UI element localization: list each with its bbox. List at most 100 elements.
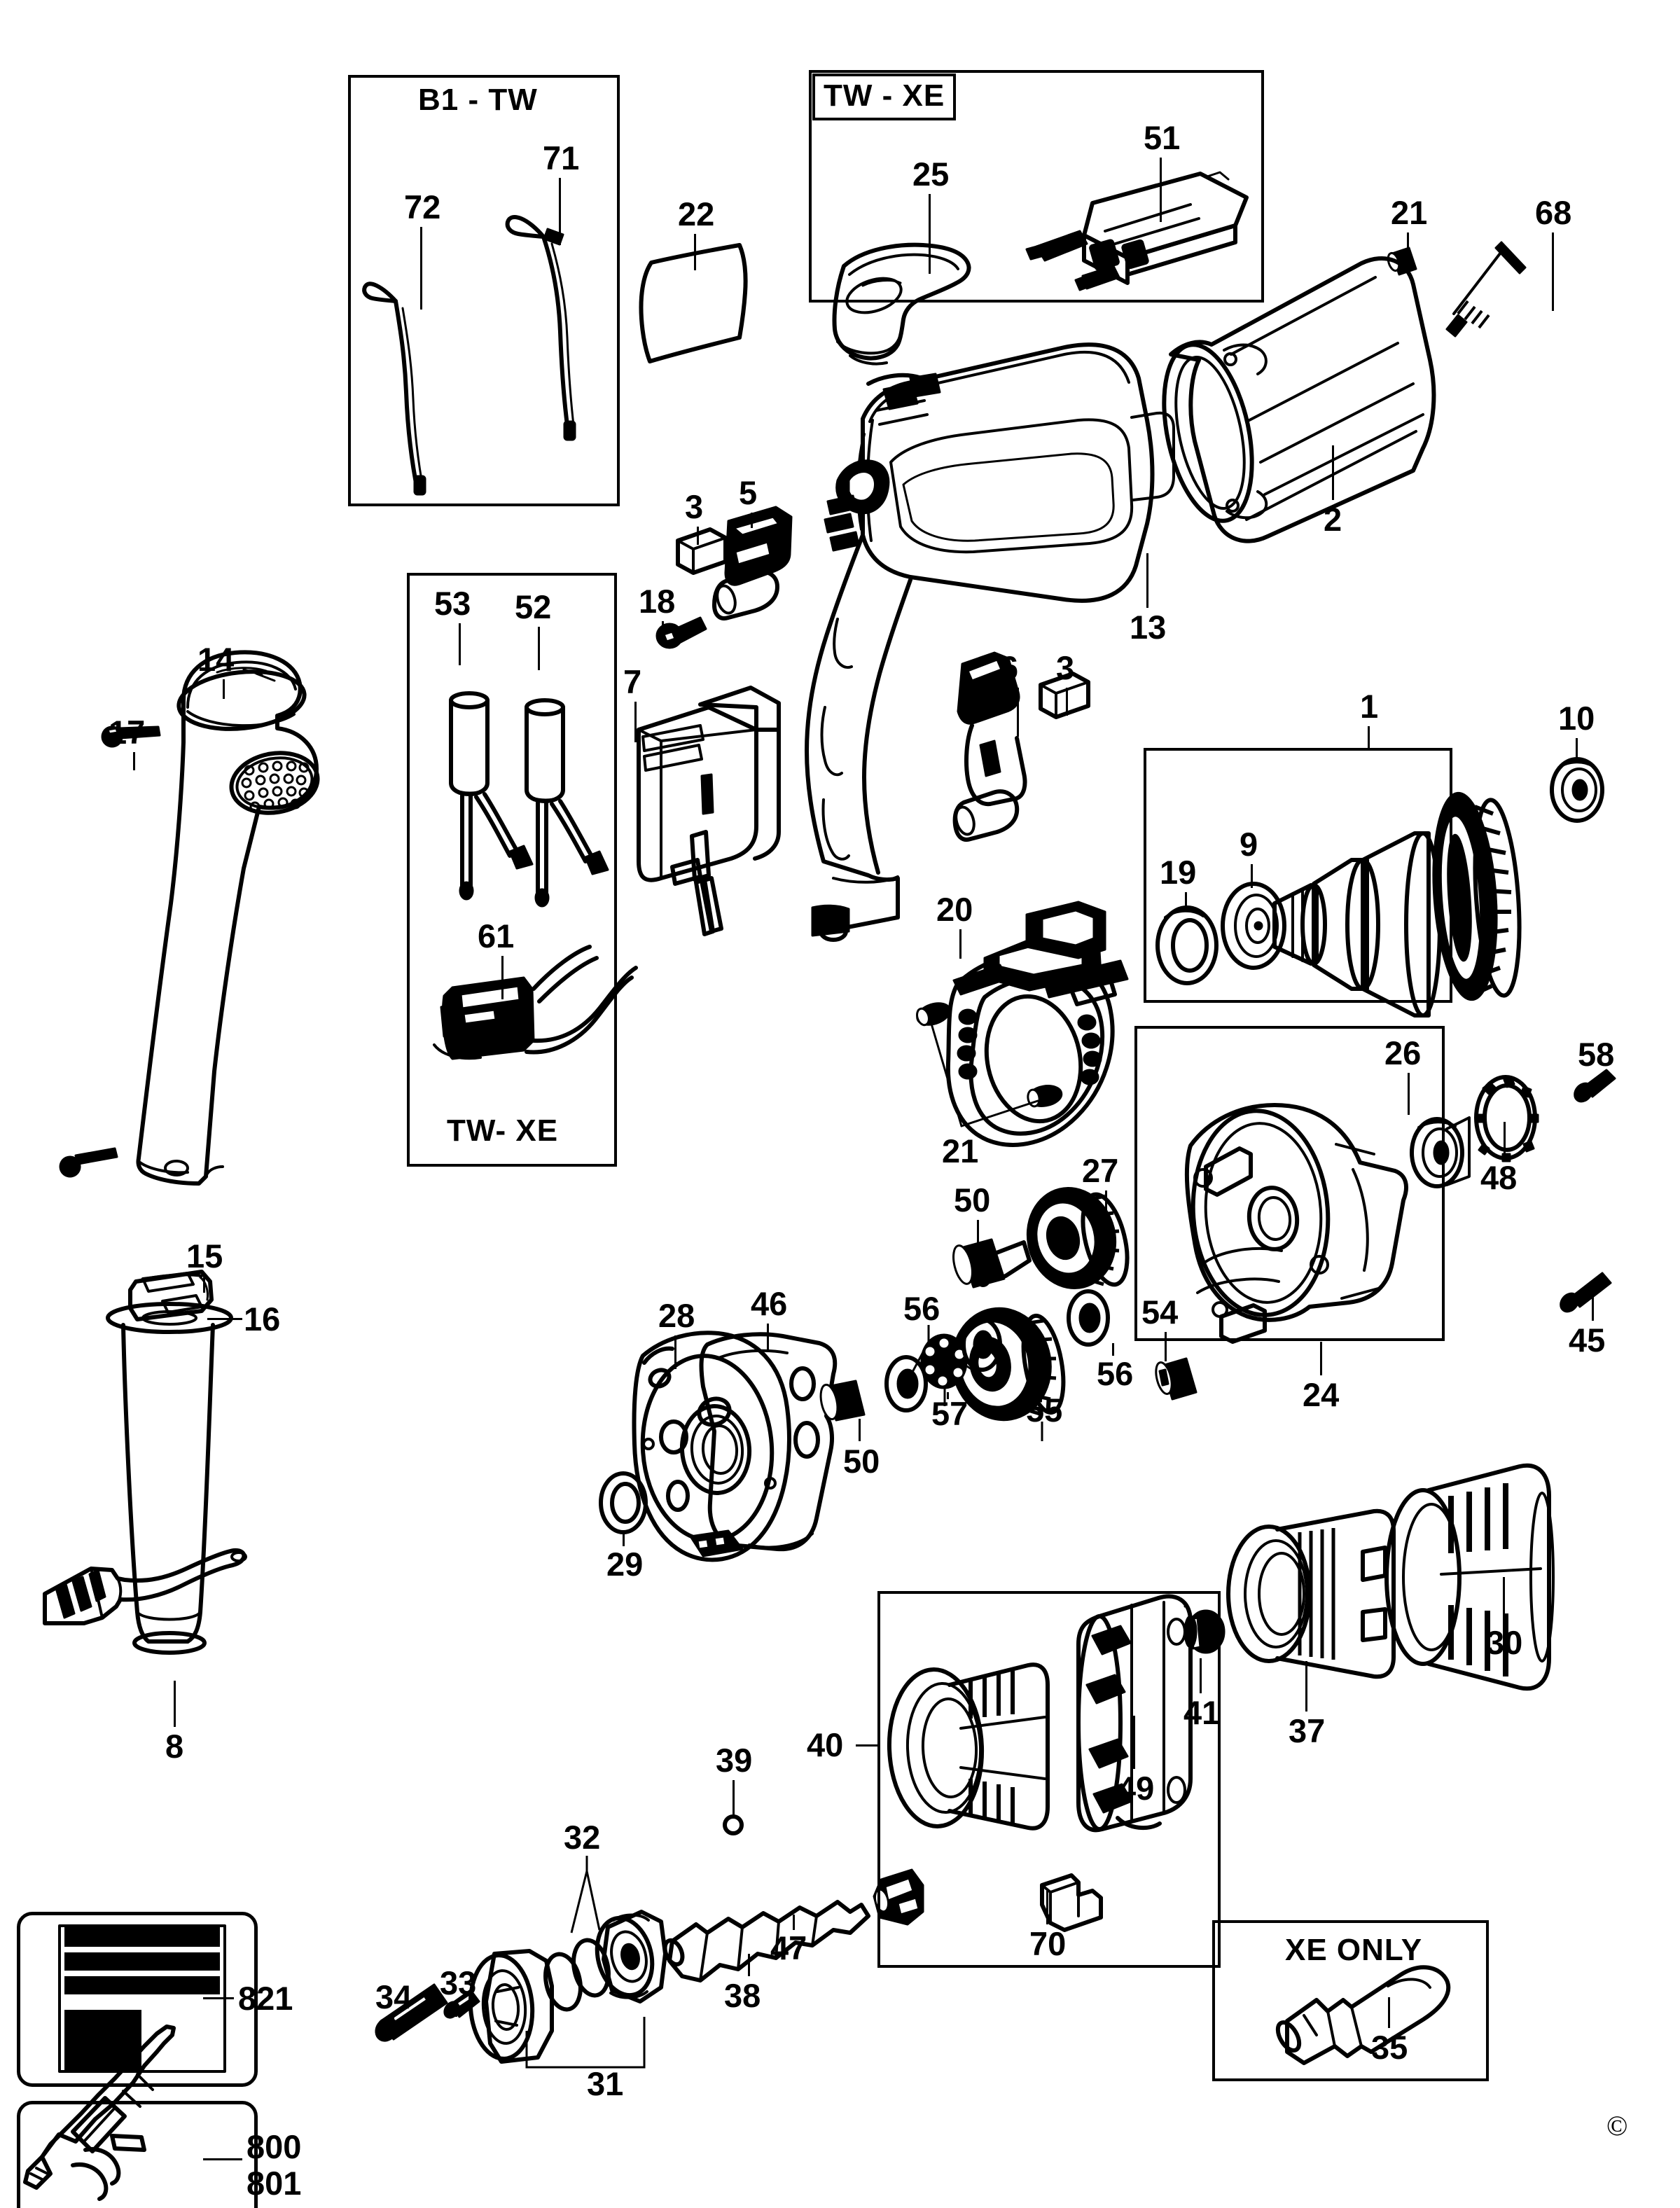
group-box-chuck (877, 1591, 1221, 1968)
leader-49 (1133, 1716, 1135, 1769)
part-8-power-cord (45, 1550, 246, 1623)
part-5-brush-holder (714, 507, 791, 618)
callout-32: 32 (564, 1819, 601, 1856)
callout-18: 18 (639, 583, 676, 620)
callout-40: 40 (807, 1726, 844, 1763)
part-24-gearcase (1186, 1105, 1406, 1342)
callout-49: 49 (1118, 1770, 1155, 1807)
callout-71: 71 (543, 139, 580, 176)
part-58-pin (1571, 1070, 1615, 1105)
leader-8 (174, 1681, 176, 1727)
part-19-washer (1158, 908, 1216, 983)
leader-29 (623, 1532, 625, 1546)
callout-21-top: 21 (1391, 194, 1428, 231)
leader-37 (1305, 1661, 1307, 1711)
leader-50b (859, 1419, 861, 1441)
leader-51 (1160, 158, 1162, 222)
part-34-pin (372, 1985, 447, 2045)
callout-56: 56 (903, 1290, 940, 1327)
callout-3b: 3 (1056, 649, 1075, 686)
callout-46: 46 (751, 1285, 788, 1322)
callout-16: 16 (244, 1300, 281, 1338)
leader-24 (1320, 1342, 1322, 1375)
callout-9: 9 (1240, 826, 1258, 863)
callout-1: 1 (1360, 688, 1379, 725)
callout-51: 51 (1144, 119, 1181, 156)
callout-10: 10 (1558, 700, 1595, 737)
callout-72: 72 (404, 188, 441, 225)
leader-32-branches (570, 1856, 601, 1933)
group-label-xe-only: XE ONLY (1285, 1933, 1423, 1967)
part-9-bearing (1223, 884, 1284, 968)
callout-68: 68 (1535, 194, 1572, 231)
leader-821 (203, 1997, 234, 1999)
callout-38: 38 (724, 1977, 761, 2014)
leader-41 (1200, 1658, 1202, 1693)
part-14-side-handle (138, 652, 322, 1183)
callout-821: 821 (238, 1980, 293, 2017)
part-72-bent-rod (364, 284, 425, 494)
callout-14: 14 (197, 641, 235, 678)
callout-58: 58 (1578, 1036, 1615, 1073)
leader-30 (1503, 1577, 1505, 1623)
leader-25 (929, 194, 931, 274)
part-7-switch-module (639, 688, 779, 934)
leader-57 (947, 1392, 949, 1399)
part-54-bush (1153, 1359, 1196, 1399)
part-35-bit-holder (1274, 1967, 1449, 2063)
callout-52: 52 (515, 588, 552, 625)
part-10-bearing (1552, 759, 1602, 821)
part-56-washer-c (1069, 1291, 1108, 1345)
leader-50 (977, 1220, 979, 1248)
part-29-washer (601, 1473, 646, 1532)
callout-53: 53 (434, 585, 471, 622)
leader-57-line (943, 1388, 946, 1406)
part-32-washers (541, 1937, 613, 2013)
part-49-clutch-collar (1078, 1597, 1190, 1831)
part-17-screw (102, 727, 160, 747)
callout-25: 25 (912, 155, 950, 193)
leader-1 (1368, 726, 1370, 749)
part-45-screw (1557, 1273, 1611, 1315)
leader-6 (1017, 688, 1019, 737)
callout-50b: 50 (843, 1443, 880, 1480)
part-1-armature (1275, 791, 1525, 1015)
callout-57: 57 (931, 1395, 969, 1432)
callout-28: 28 (658, 1297, 695, 1334)
leader-14 (223, 679, 225, 699)
callout-47: 47 (770, 1929, 807, 1966)
leader-52 (538, 627, 540, 670)
leader-40 (856, 1744, 880, 1747)
leader-72 (420, 227, 422, 310)
part-27-gear (977, 1179, 1135, 1298)
callout-27: 27 (1082, 1152, 1119, 1189)
part-3-block (678, 529, 726, 573)
callout-30: 30 (1486, 1624, 1523, 1661)
callout-2: 2 (1324, 501, 1342, 538)
part-2-end-cap (1150, 258, 1434, 541)
group-box-accessory (17, 2101, 258, 2208)
callout-54: 54 (1141, 1293, 1179, 1331)
callout-17: 17 (109, 714, 146, 751)
leader-3b (1066, 688, 1068, 716)
part-31-flange (590, 1912, 665, 2001)
leader-22 (694, 234, 696, 270)
callout-8: 8 (165, 1728, 184, 1765)
leader-28 (674, 1335, 676, 1369)
leader-3 (697, 527, 699, 545)
group-label-tw-xe-top: TW - XE (812, 74, 957, 120)
callout-24: 24 (1303, 1376, 1340, 1413)
leader-70 (1046, 1891, 1048, 1924)
leader-7 (634, 702, 637, 742)
part-38-shaft (662, 1902, 868, 1980)
callout-21b: 21 (942, 1132, 979, 1169)
part-28-front-housing (634, 1333, 789, 1560)
part-52-carbon-brush (527, 700, 608, 906)
leader-47 (793, 1915, 795, 1930)
callout-801: 801 (247, 2165, 302, 2202)
callout-56b: 56 (1097, 1355, 1134, 1392)
callout-19: 19 (1160, 854, 1197, 891)
leader-56b (1112, 1343, 1114, 1356)
part-20-field-coil (915, 902, 1127, 1145)
